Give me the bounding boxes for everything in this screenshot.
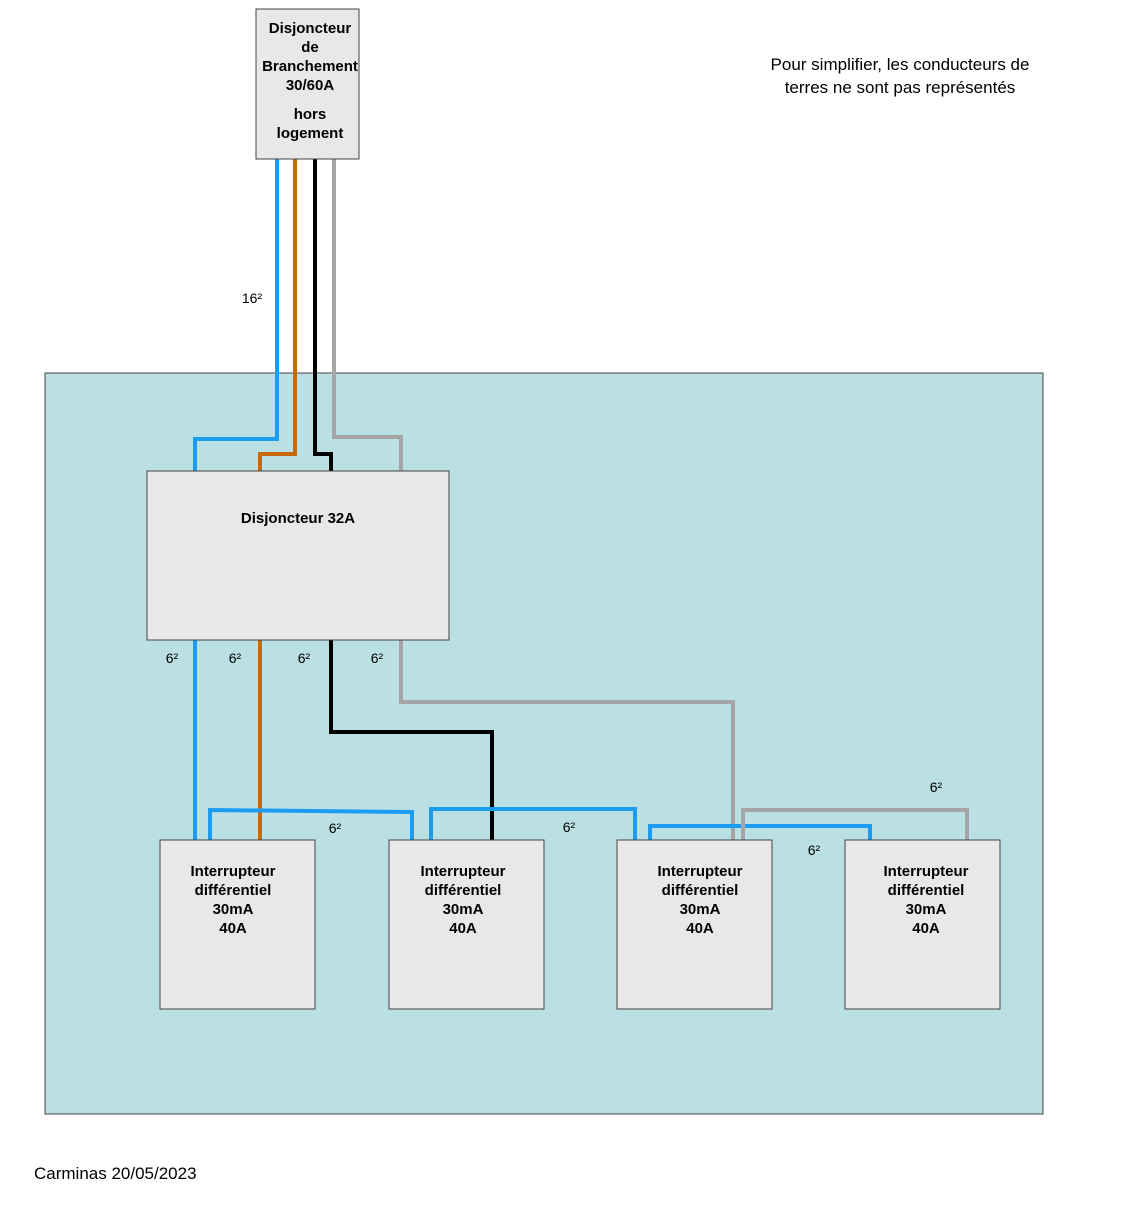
rcd-1-box (159, 839, 316, 1010)
breaker-32a: Disjoncteur 32A (146, 470, 450, 641)
wire-blue-bridge-3 (648, 824, 872, 840)
wire-black-out (329, 640, 494, 840)
rcd-4-label-4: 40A (912, 920, 940, 937)
rcd-3-label-1: Interrupteur (657, 863, 742, 880)
section-label-black-out: 6² (298, 650, 311, 666)
rcd-3: Interrupteur différentiel 30mA 40A (616, 839, 773, 1010)
section-label-blue-out: 6² (166, 650, 179, 666)
main-breaker-label-3: Branchement (262, 58, 358, 75)
wire-gray-bridge (741, 808, 969, 840)
wire-orange-supply (258, 159, 297, 471)
section-label-bridge-1: 6² (329, 820, 342, 836)
main-breaker-label-6: logement (277, 125, 344, 142)
rcd-1-label-3: 30mA (213, 901, 254, 918)
rcd-2-label-2: différentiel (425, 882, 502, 899)
rcd-3-label-3: 30mA (680, 901, 721, 918)
main-breaker-box (255, 8, 360, 160)
rcd-1: Interrupteur différentiel 30mA 40A (159, 839, 316, 1010)
section-label-bridge-3: 6² (808, 842, 821, 858)
main-breaker-label-2: de (301, 39, 319, 56)
distribution-wires (193, 640, 969, 840)
section-label-bridge-2: 6² (563, 819, 576, 835)
rcd-2-box (388, 839, 545, 1010)
section-label-orange-out: 6² (229, 650, 242, 666)
main-breaker-label-5: hors (294, 106, 327, 123)
rcd-2-label-3: 30mA (443, 901, 484, 918)
note-line-2: terres ne sont pas représentés (785, 78, 1016, 97)
rcd-2-label-1: Interrupteur (420, 863, 505, 880)
wire-blue-bridge-2 (429, 807, 637, 840)
rcd-4-label-2: différentiel (888, 882, 965, 899)
wire-black-supply (313, 159, 333, 471)
breaker-32a-label: Disjoncteur 32A (241, 510, 355, 527)
main-breaker-label-4: 30/60A (286, 77, 335, 94)
rcd-2-label-4: 40A (449, 920, 477, 937)
rcd-4-label-1: Interrupteur (883, 863, 968, 880)
wire-gray-out (399, 640, 735, 840)
wire-gray-supply (332, 159, 403, 471)
rcd-4-box (844, 839, 1001, 1010)
author-date: Carminas 20/05/2023 (34, 1164, 197, 1183)
breaker-32a-box (146, 470, 450, 641)
rcd-4-label-3: 30mA (906, 901, 947, 918)
main-breaker-label-1: Disjoncteur (269, 20, 352, 37)
rcd-3-label-2: différentiel (662, 882, 739, 899)
section-label-16: 16² (242, 290, 263, 306)
rcd-3-label-4: 40A (686, 920, 714, 937)
rcd-2: Interrupteur différentiel 30mA 40A (388, 839, 545, 1010)
wire-blue-bridge-1 (208, 807, 414, 840)
rcd-4: Interrupteur différentiel 30mA 40A (844, 839, 1001, 1010)
rcd-3-box (616, 839, 773, 1010)
rcd-1-label-1: Interrupteur (190, 863, 275, 880)
rcd-1-label-4: 40A (219, 920, 247, 937)
rcd-1-label-2: différentiel (195, 882, 272, 899)
supply-wires (193, 159, 403, 471)
wire-blue-supply (193, 159, 279, 471)
note-line-1: Pour simplifier, les conducteurs de (771, 55, 1030, 74)
main-breaker: Disjoncteur de Branchement 30/60A hors l… (255, 8, 360, 160)
section-label-gray-out: 6² (371, 650, 384, 666)
section-label-gray-bridge: 6² (930, 779, 943, 795)
